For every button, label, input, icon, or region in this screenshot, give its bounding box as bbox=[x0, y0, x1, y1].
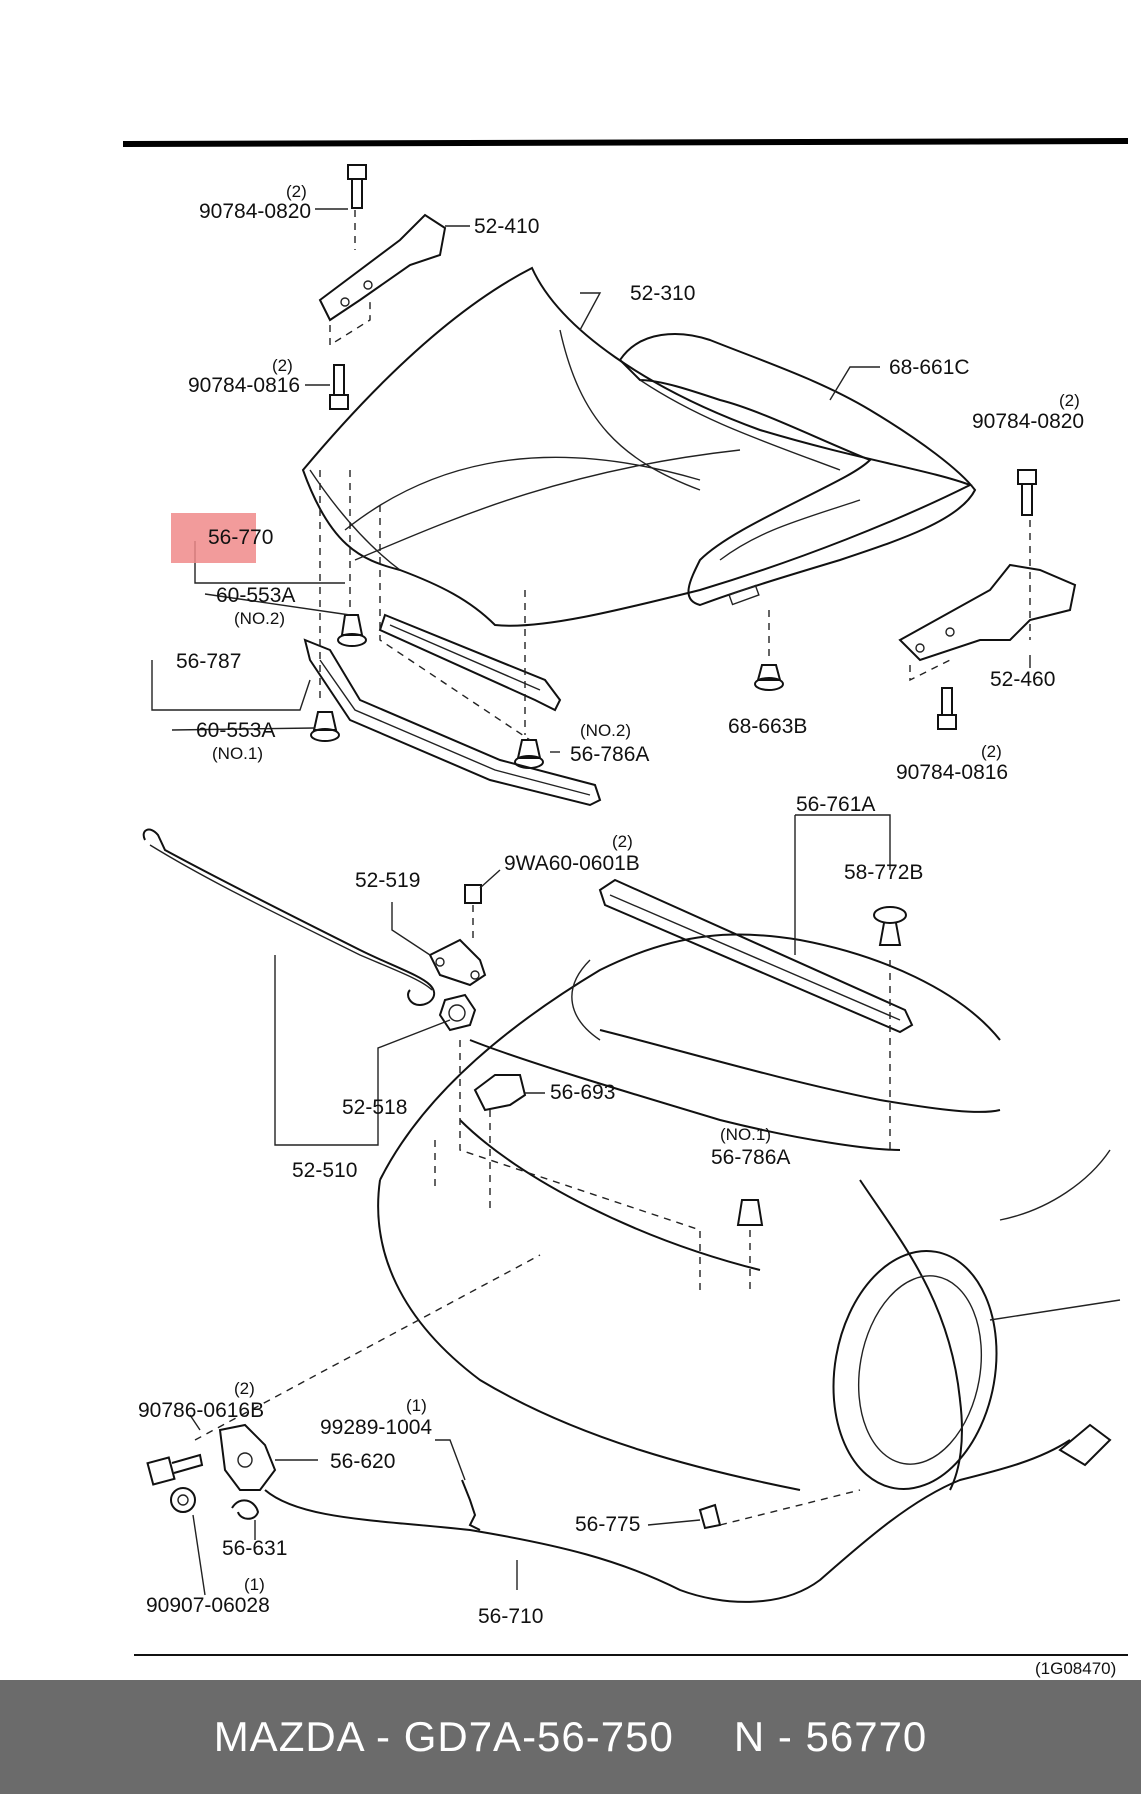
footer-reference-number: N - 56770 bbox=[733, 1713, 928, 1760]
grommet-68-663b bbox=[754, 610, 784, 691]
callout-90786-0616b[interactable]: 90786-0616B bbox=[138, 1399, 265, 1422]
bumper-56-786a-no1 bbox=[736, 1199, 764, 1290]
weatherstrip-56-761a bbox=[598, 878, 914, 1150]
top-rule bbox=[122, 138, 1129, 147]
bumper-60-553a-no2 bbox=[337, 614, 367, 647]
hood-lock-reinforcement bbox=[378, 613, 562, 712]
highlight-56-770 bbox=[171, 513, 256, 563]
callout-52-519[interactable]: 52-519 bbox=[355, 869, 421, 892]
parts-diagram: (2) 90784-0820 52-410 52-310 (2) 90784-0… bbox=[122, 138, 1129, 1678]
bolt-90786-0616b bbox=[146, 1453, 204, 1486]
body-dash-guides bbox=[434, 1040, 701, 1290]
hood-dash-guides bbox=[319, 470, 531, 741]
hood-lock-56-620 bbox=[218, 1423, 277, 1491]
callout-90907-06028[interactable]: 90907-06028 bbox=[146, 1594, 270, 1617]
callout-90784-0816-left[interactable]: 90784-0816 bbox=[188, 374, 301, 397]
rod-holder-52-518 bbox=[438, 993, 477, 1032]
callout-52-518[interactable]: 52-518 bbox=[342, 1096, 408, 1119]
rod-bracket-52-519 bbox=[428, 938, 487, 987]
release-cable-56-710 bbox=[264, 1423, 1112, 1603]
callout-58-772b[interactable]: 58-772B bbox=[844, 861, 924, 884]
bumper-60-553a-no1 bbox=[310, 711, 340, 742]
callout-99289-1004[interactable]: 99289-1004 bbox=[320, 1416, 433, 1439]
qty-9wa60: (2) bbox=[612, 832, 633, 851]
callout-56-775[interactable]: 56-775 bbox=[575, 1513, 641, 1536]
hood-insulator bbox=[618, 333, 977, 607]
hood-seal-bar-56-787 bbox=[303, 638, 602, 807]
callout-68-663b[interactable]: 68-663B bbox=[728, 715, 808, 738]
note-no2-lower: (NO.2) bbox=[580, 721, 631, 740]
bolt-90784-0816-left bbox=[329, 364, 349, 410]
note-no1-lower: (NO.1) bbox=[720, 1125, 771, 1144]
footer-bar: MAZDA - GD7A-56-750 N - 56770 bbox=[0, 1680, 1141, 1794]
callout-9wa60-0601b[interactable]: 9WA60-0601B bbox=[504, 852, 640, 875]
nut-90907-06028 bbox=[170, 1487, 196, 1513]
bolt-90784-0816-right bbox=[937, 687, 957, 730]
leader-lines bbox=[151, 208, 1031, 1596]
cable-99289-1004 bbox=[461, 1479, 481, 1531]
callout-56-786a-lower[interactable]: 56-786A bbox=[711, 1146, 791, 1169]
callout-56-770[interactable]: 56-770 bbox=[208, 526, 274, 549]
reference-code: (1G08470) bbox=[1035, 1659, 1117, 1678]
nut-9wa60 bbox=[464, 884, 482, 940]
callout-60-553a-no2[interactable]: 60-553A bbox=[216, 584, 296, 607]
cable-clip-56-775 bbox=[698, 1503, 722, 1530]
clip-58-772b bbox=[873, 906, 907, 946]
right-hinge bbox=[898, 520, 1077, 682]
callout-52-310[interactable]: 52-310 bbox=[630, 282, 696, 305]
callout-56-693[interactable]: 56-693 bbox=[550, 1081, 616, 1104]
qty-90784-0816-right: (2) bbox=[981, 742, 1002, 761]
callout-56-631[interactable]: 56-631 bbox=[222, 1537, 288, 1560]
spring-56-631 bbox=[231, 1499, 260, 1520]
callout-52-410[interactable]: 52-410 bbox=[474, 215, 540, 238]
left-hinge bbox=[318, 210, 447, 347]
callout-90784-0820-right[interactable]: 90784-0820 bbox=[972, 410, 1085, 433]
callout-60-553a-no1[interactable]: 60-553A bbox=[196, 719, 276, 742]
qty-90784-0820-left: (2) bbox=[286, 182, 307, 201]
qty-99289-1004: (1) bbox=[406, 1396, 427, 1415]
footer-part-number: MAZDA - GD7A-56-750 bbox=[213, 1713, 674, 1760]
hood-support-rod bbox=[142, 828, 436, 1007]
note-no2-upper: (NO.2) bbox=[234, 609, 285, 628]
callout-68-661c[interactable]: 68-661C bbox=[889, 356, 970, 379]
callout-52-460[interactable]: 52-460 bbox=[990, 668, 1056, 691]
qty-90784-0816-left: (2) bbox=[272, 356, 293, 375]
qty-90786-0616b: (2) bbox=[234, 1379, 255, 1398]
callout-90784-0816-right[interactable]: 90784-0816 bbox=[896, 761, 1009, 784]
bolt-90784-0820-left bbox=[347, 164, 367, 209]
bolt-90784-0820-right bbox=[1017, 469, 1037, 516]
bumper-56-786a-no2 bbox=[514, 739, 544, 769]
callout-56-710[interactable]: 56-710 bbox=[478, 1605, 544, 1628]
callout-56-787[interactable]: 56-787 bbox=[176, 650, 242, 673]
hood-parts-illustration bbox=[122, 138, 1129, 1656]
note-no1-upper: (NO.1) bbox=[212, 744, 263, 763]
callout-52-510[interactable]: 52-510 bbox=[292, 1159, 358, 1182]
hood-panel bbox=[301, 266, 973, 627]
car-body-outline bbox=[377, 933, 1121, 1491]
latch-bracket-56-693 bbox=[473, 1074, 527, 1112]
callout-56-620[interactable]: 56-620 bbox=[330, 1450, 396, 1473]
lock-dash-guides bbox=[194, 1254, 861, 1526]
callout-56-786a-upper[interactable]: 56-786A bbox=[570, 743, 650, 766]
callout-56-761a[interactable]: 56-761A bbox=[796, 793, 876, 816]
qty-90907-06028: (1) bbox=[244, 1575, 265, 1594]
qty-90784-0820-right: (2) bbox=[1059, 391, 1080, 410]
callout-90784-0820-left[interactable]: 90784-0820 bbox=[199, 200, 312, 223]
